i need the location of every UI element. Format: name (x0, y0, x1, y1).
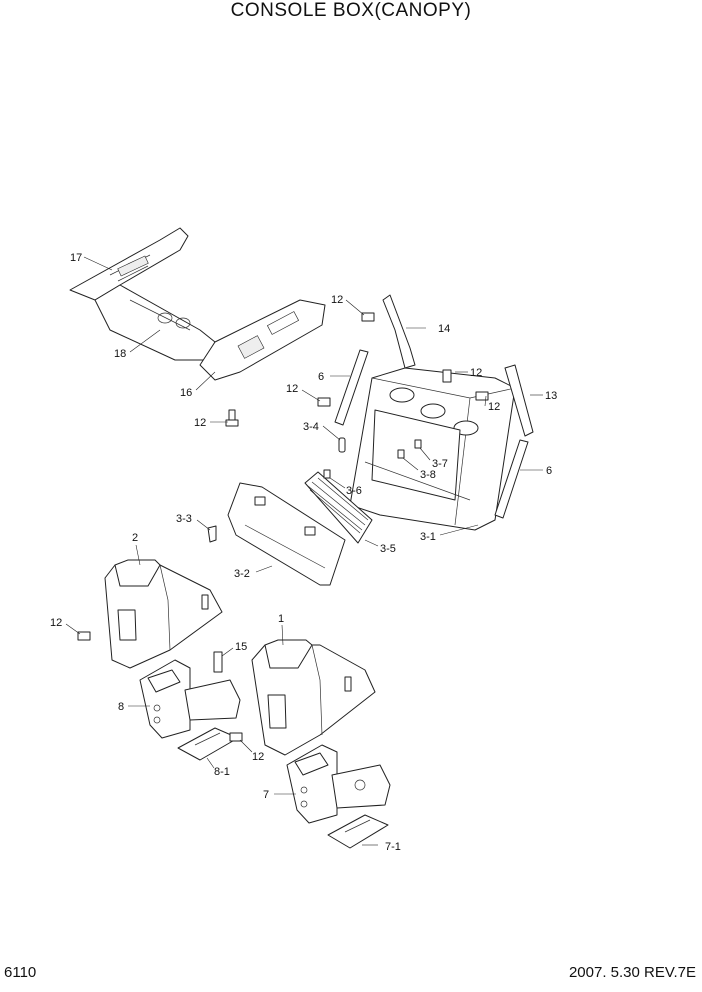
callout-3-3: 3-3 (176, 513, 192, 525)
page-title: CONSOLE BOX(CANOPY) (230, 0, 472, 21)
part-2-duct-housing (104, 559, 223, 669)
part-17-cover (69, 227, 189, 301)
bolt-12-right-b (475, 391, 489, 401)
callout-14: 14 (438, 323, 450, 335)
part-6-side-plate-left (334, 349, 369, 426)
callout-3-5: 3-5 (380, 543, 396, 555)
callout-1: 1 (278, 613, 284, 625)
part-18-cover (94, 284, 216, 361)
callout-12-c: 12 (286, 383, 298, 395)
callout-17: 17 (70, 252, 82, 264)
callout-12-g: 12 (252, 751, 264, 763)
callout-labels: 17 18 16 12 12 14 6 12 12 12 13 3-4 3-7 … (50, 252, 557, 853)
callout-18: 18 (114, 348, 126, 360)
part-1-duct-housing (251, 639, 376, 756)
callout-6-b: 6 (546, 465, 552, 477)
bolt-12-under-cover (225, 409, 239, 427)
callout-12-d: 12 (470, 367, 482, 379)
part-3-4-pin (338, 437, 346, 453)
callout-7: 7 (263, 789, 269, 801)
part-3-1-console-housing (349, 367, 516, 531)
part-7-mount-bracket (286, 744, 391, 824)
part-14-bracket (382, 294, 416, 369)
callout-12-a: 12 (194, 417, 206, 429)
bolt-12-mid (317, 397, 331, 407)
callout-8: 8 (118, 701, 124, 713)
screw-3-7 (414, 439, 422, 449)
callout-3-2: 3-2 (234, 568, 250, 580)
part-3-2-cover-panel (227, 482, 346, 586)
part-7-1-plate (327, 814, 389, 849)
callout-6-a: 6 (318, 371, 324, 383)
callout-3-4: 3-4 (303, 421, 319, 433)
part-3-3-clip (207, 525, 217, 543)
callout-16: 16 (180, 387, 192, 399)
part-8-1-plate (177, 727, 239, 761)
bolt-12-right-a (442, 369, 452, 383)
part-15-stud (213, 651, 223, 673)
screw-3-8 (397, 449, 405, 459)
callout-13: 13 (545, 390, 557, 402)
callout-12-e: 12 (488, 401, 500, 413)
callout-3-1: 3-1 (420, 531, 436, 543)
page-number: 6110 (4, 964, 37, 981)
part-8-mount-bracket (139, 659, 241, 739)
bolt-12-top (361, 312, 375, 322)
part-6-side-plate-right (494, 439, 529, 519)
bolt-12-lower (229, 732, 243, 742)
bolt-12-left (77, 631, 91, 641)
callout-8-1: 8-1 (214, 766, 230, 778)
callout-7-1: 7-1 (385, 841, 401, 853)
callout-3-7: 3-7 (432, 458, 448, 470)
callout-15: 15 (235, 641, 247, 653)
callout-3-8: 3-8 (420, 469, 436, 481)
callout-12-f: 12 (50, 617, 62, 629)
callout-12-b: 12 (331, 294, 343, 306)
revision-date: 2007. 5.30 REV.7E (568, 964, 696, 981)
part-13-bracket (504, 364, 534, 437)
screw-3-6 (323, 469, 331, 479)
part-3-5-filter (304, 471, 373, 544)
callout-3-6: 3-6 (346, 485, 362, 497)
leader-lines (65, 256, 543, 846)
part-16-cover (199, 299, 326, 381)
callout-2: 2 (132, 532, 138, 544)
